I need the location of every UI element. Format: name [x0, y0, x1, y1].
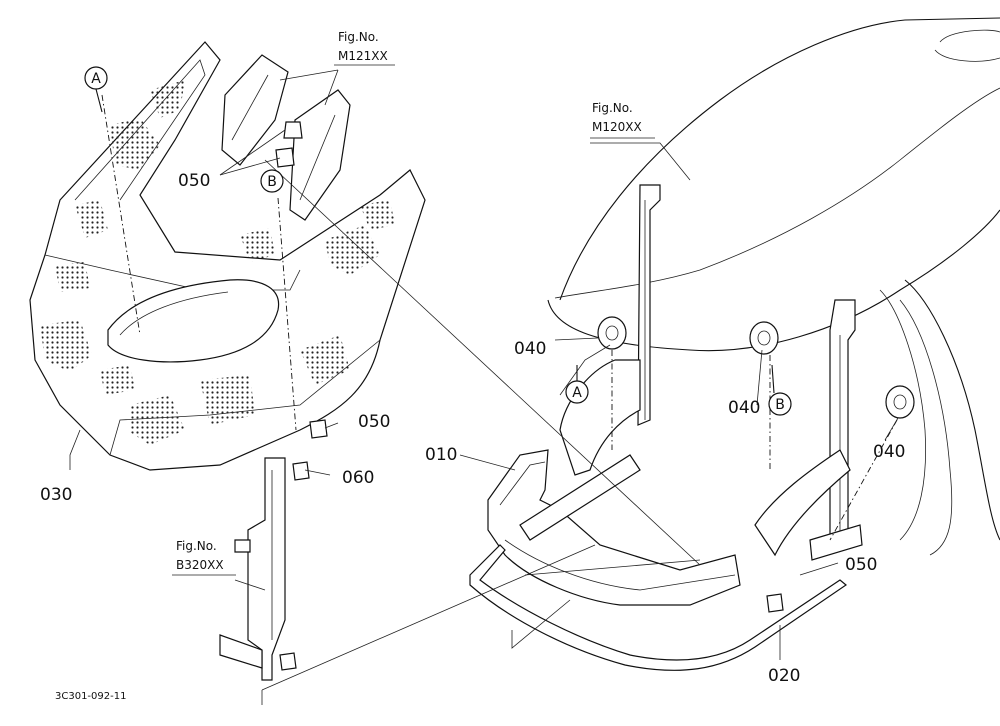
- svg-text:A: A: [91, 71, 101, 87]
- label-060: 060: [342, 468, 374, 488]
- svg-text:B320XX: B320XX: [176, 558, 224, 572]
- assembly-lines: [101, 94, 898, 705]
- svg-text:M120XX: M120XX: [592, 120, 642, 134]
- label-010: 010: [425, 445, 457, 465]
- bolt-060: [292, 461, 310, 481]
- bolt-050-lower: [766, 593, 784, 613]
- leader-lines: [69, 69, 899, 660]
- figure-ref-m121xx: Fig.No. M121XX: [334, 30, 395, 66]
- grille-stay-bracket: [219, 457, 297, 681]
- label-050-bumper: 050: [845, 555, 877, 575]
- bolt-050-upper: [275, 121, 303, 168]
- bolt-050-middle: [309, 419, 328, 439]
- marker-a-grille: A: [84, 66, 108, 113]
- marker-b-grille: B: [260, 169, 284, 193]
- filter-plate-right: [289, 89, 351, 221]
- label-050-grille: 050: [358, 412, 390, 432]
- label-040-left: 040: [514, 339, 546, 359]
- side-panel-right: [754, 449, 851, 557]
- svg-text:M121XX: M121XX: [338, 49, 388, 63]
- svg-text:B: B: [775, 397, 785, 413]
- cushion-040-mid: [749, 321, 779, 355]
- svg-text:Fig.No.: Fig.No.: [176, 539, 217, 553]
- bonnet-reference: [547, 17, 1000, 556]
- front-grille-030: [29, 41, 426, 471]
- front-bumper-010: [487, 449, 741, 606]
- bonnet-bracket-right: [809, 299, 863, 561]
- label-040-mid: 040: [728, 398, 760, 418]
- bumper-seal-020: [469, 544, 847, 671]
- label-050-filter: 050: [178, 171, 210, 191]
- filter-plate-left: [221, 54, 289, 166]
- label-040-right: 040: [873, 442, 905, 462]
- diagram-id: 3C301-092-11: [55, 691, 126, 702]
- cushion-040-right: [885, 385, 915, 419]
- svg-text:Fig.No.: Fig.No.: [338, 30, 379, 44]
- label-030: 030: [40, 485, 72, 505]
- svg-text:Fig.No.: Fig.No.: [592, 101, 633, 115]
- cushion-040-left: [597, 316, 627, 350]
- figure-ref-b320xx: Fig.No. B320XX: [172, 539, 236, 576]
- label-020: 020: [768, 666, 800, 686]
- figure-ref-m120xx: Fig.No. M120XX: [590, 101, 655, 139]
- svg-text:A: A: [572, 385, 582, 401]
- svg-text:B: B: [267, 174, 277, 190]
- marker-a-bonnet: A: [565, 365, 589, 404]
- bonnet-bracket-left: [637, 184, 661, 426]
- marker-b-bonnet: B: [768, 364, 792, 416]
